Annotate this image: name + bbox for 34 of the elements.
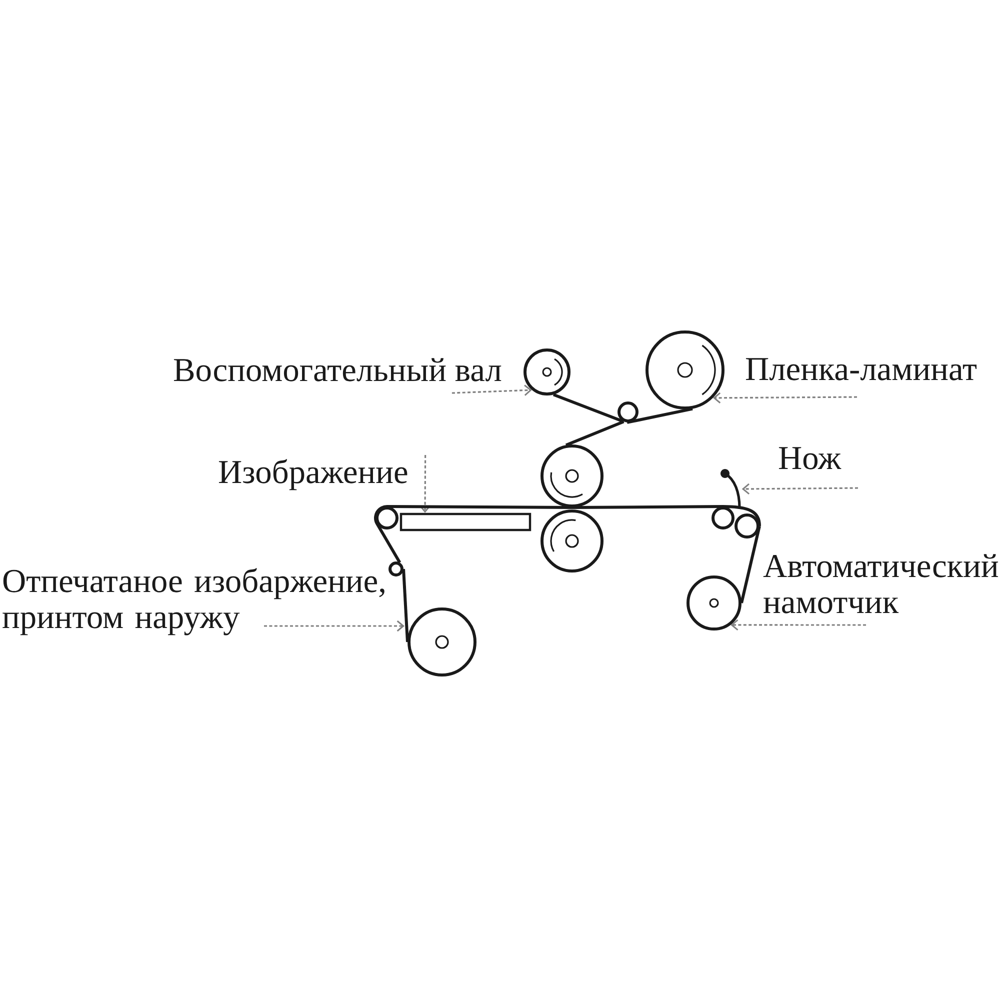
film-web [740,526,761,604]
roll [686,576,742,630]
film-web [565,420,624,446]
part-label: Отпечатаное изобаржение, принтом наружу [2,568,384,636]
leader-arrow [742,483,858,495]
roller [734,514,760,538]
leader-arrow [730,619,866,631]
roll [408,608,476,676]
film-web [387,505,572,509]
film-web [626,407,693,424]
knife [720,469,741,508]
roll [646,330,725,410]
sheet [400,512,532,532]
leader-arrow [712,392,858,404]
film-web [374,505,402,564]
film-web [402,568,409,642]
part-label: Изображение [218,459,408,490]
leader-arrow [264,620,404,632]
roll [524,348,570,396]
part-label: Автоматический намотчик [763,554,998,614]
leader-arrow [452,384,532,396]
part-label: Пленка-ламинат [746,358,977,380]
roll [540,510,604,572]
roller [618,402,638,422]
roller [376,506,398,530]
film-web [722,505,761,526]
part-label: Нож [778,447,842,470]
part-label: Воспомогательный вал [174,358,502,382]
leader-arrow [419,455,431,513]
roller [388,562,404,576]
roller [712,506,734,530]
film-web [572,505,724,509]
film-web [552,393,624,423]
roll [540,444,604,508]
